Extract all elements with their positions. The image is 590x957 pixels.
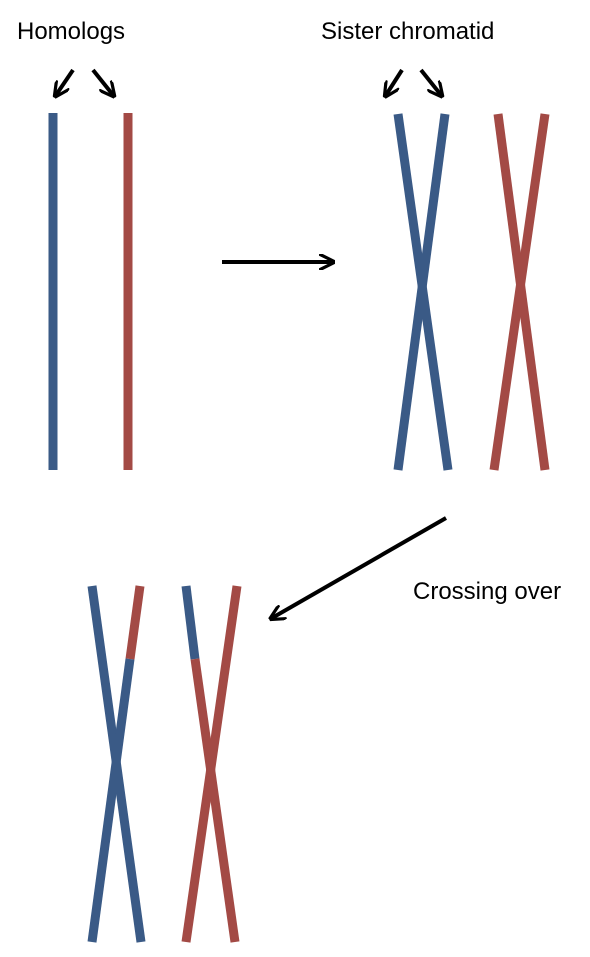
recombined-chromatids-right xyxy=(181,585,242,943)
blue-segment xyxy=(87,658,135,943)
red-chromatid-2 xyxy=(489,113,550,471)
red-segment xyxy=(190,658,240,943)
red-chromatid xyxy=(181,585,242,943)
pointer-arrow-left xyxy=(386,68,404,95)
pointer-arrow-right xyxy=(419,68,441,95)
red-sister-chromatids xyxy=(489,113,550,471)
sister-chromatid-label: Sister chromatid xyxy=(321,18,495,45)
red-segment xyxy=(125,585,145,660)
blue-sister-chromatids xyxy=(393,113,453,471)
pointer-arrow-left xyxy=(56,68,75,95)
blue-segment xyxy=(181,585,200,660)
homolog-pair xyxy=(48,113,133,470)
sister-pointer-arrows xyxy=(386,68,441,95)
crossing-over-label: Crossing over xyxy=(413,578,562,605)
blue-chromatid-2 xyxy=(393,113,450,471)
recombined-chromatids-left xyxy=(87,585,146,943)
homologs-label: Homologs xyxy=(17,18,126,45)
pointer-arrow-right xyxy=(91,68,113,95)
crossing-over-arrow xyxy=(272,516,447,618)
homologs-pointer-arrows xyxy=(56,68,113,95)
